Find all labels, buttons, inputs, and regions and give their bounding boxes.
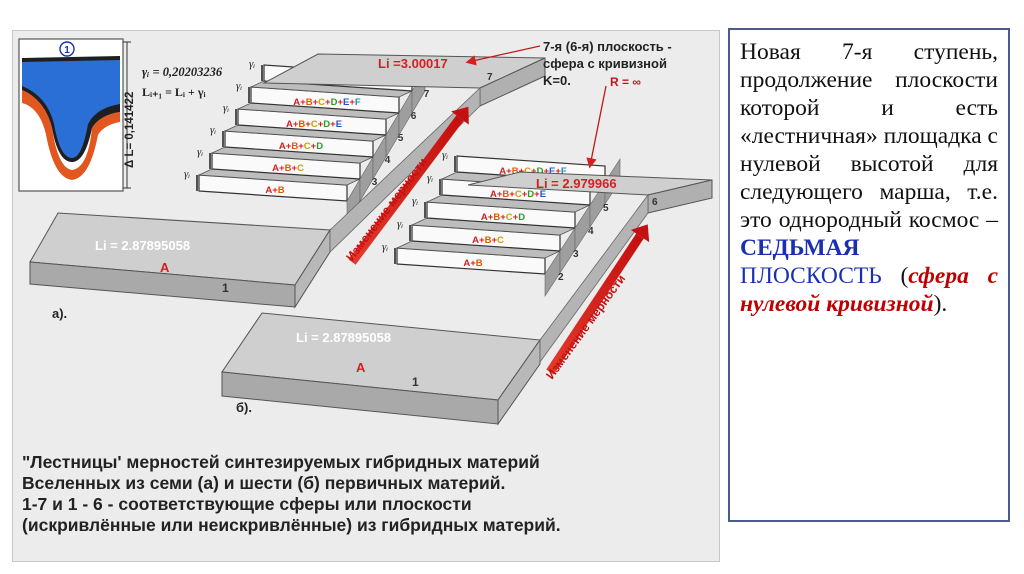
step-number: 3 — [573, 249, 579, 260]
top-step-number: 7 — [487, 72, 493, 83]
inset-circle-label: 1 — [64, 45, 70, 56]
direction-arrow-shaft — [546, 233, 644, 375]
stair-body — [329, 87, 481, 253]
callout-line-2: сфера с кривизной — [543, 56, 667, 71]
step-formula: A+B — [463, 258, 482, 269]
side-text-main: Новая 7-я ступень, продолжение плоскости… — [740, 39, 998, 233]
stair-label: б). — [236, 400, 252, 415]
base-letter: A — [356, 360, 366, 375]
gamma-equation: γᵢ = 0,20203236 — [142, 65, 223, 79]
step-formula: A+B+C — [472, 235, 504, 246]
step-formula: A+B+C+D+E+F — [293, 97, 361, 108]
step-formula: A+B+C+D+E+F — [499, 166, 567, 177]
base-li-label: Li = 2.87895058 — [296, 330, 391, 345]
stair-body — [539, 193, 649, 364]
gamma-label: γᵢ — [427, 172, 433, 184]
gamma-label: γᵢ — [197, 146, 203, 158]
caption-line-2: Вселенных из семи (а) и шести (б) первич… — [22, 473, 506, 493]
step-formula: A+B+C — [272, 163, 304, 174]
caption-line-3: 1-7 и 1 - 6 - соответствующие сферы или … — [22, 494, 472, 514]
gamma-label: γᵢ — [236, 80, 242, 92]
side-text-plane: ПЛОСКОСТЬ — [740, 263, 882, 289]
gamma-label: γᵢ — [397, 218, 403, 230]
side-text-seventh: СЕДЬМАЯ — [740, 235, 860, 261]
gamma-label: γᵢ — [442, 149, 448, 161]
inset-diagram: 1 Δ L= 0,141422 γᵢ = 0,20203236 Lᵢ₊₁ = L… — [18, 38, 223, 192]
step-number: 5 — [603, 203, 609, 214]
gamma-label: γᵢ — [223, 102, 229, 114]
gamma-label: γᵢ — [249, 58, 255, 70]
step-number: 7 — [424, 89, 430, 100]
base-li-label: Li = 2.87895058 — [95, 238, 190, 253]
side-text-close: ). — [933, 291, 948, 317]
side-text-panel: Новая 7-я ступень, продолжение плоскости… — [728, 28, 1010, 522]
stair-label: а). — [52, 306, 67, 321]
step-formula: A+B — [265, 185, 284, 196]
caption-line-4: (искривлённые или неискривлённые) из гиб… — [22, 515, 561, 535]
direction-arrow-head — [451, 106, 469, 125]
callout-line-3: K=0. — [543, 73, 571, 88]
step-number: 6 — [411, 111, 417, 122]
step-number: 2 — [558, 272, 564, 283]
staircase-a: A+Bγᵢ2A+B+Cγᵢ3A+B+C+Dγᵢ4A+B+C+D+Eγᵢ5A+B+… — [29, 53, 546, 321]
base-number: 1 — [412, 375, 419, 389]
direction-arrow-head — [630, 224, 650, 243]
base-landing-side — [497, 338, 541, 426]
step-number: 3 — [372, 177, 378, 188]
gamma-label: γᵢ — [382, 241, 388, 253]
gamma-label: γᵢ — [210, 124, 216, 136]
gamma-label: γᵢ — [412, 195, 418, 207]
step-formula: A+B+C+D — [279, 141, 323, 152]
side-text-sphere: сфера с нулевой кривизной — [740, 263, 999, 317]
direction-arrow-shaft — [348, 115, 464, 265]
callout-line-1: 7-я (6-я) плоскость - — [543, 39, 672, 54]
side-text-open-paren: ( — [900, 263, 909, 289]
figure-caption: "Лестницы' мерностей синтезируемых гибри… — [22, 452, 712, 536]
caption-line-1: "Лестницы' мерностей синтезируемых гибри… — [22, 452, 540, 472]
base-number: 1 — [222, 281, 229, 295]
step-number: 5 — [398, 133, 404, 144]
callout-r-label: R = ∞ — [610, 75, 641, 89]
staircase-b: A+Bγᵢ2A+B+Cγᵢ3A+B+C+Dγᵢ4A+B+C+D+Eγᵢ5A+B+… — [221, 149, 713, 426]
top-li-label: Li =3.00017 — [378, 56, 448, 71]
step-number: 4 — [385, 155, 391, 166]
base-letter: A — [160, 260, 170, 275]
inset-delta-label: Δ L= 0,141422 — [124, 92, 136, 168]
top-li-label: Li = 2.979966 — [536, 176, 617, 191]
recurrence-equation: Lᵢ₊₁ = Lᵢ + γᵢ — [142, 85, 206, 99]
step-formula: A+B+C+D — [481, 212, 525, 223]
step-number: 4 — [588, 226, 594, 237]
callout: 7-я (6-я) плоскость - сфера с кривизной … — [465, 39, 672, 169]
staircase-diagram: 1 Δ L= 0,141422 γᵢ = 0,20203236 Lᵢ₊₁ = L… — [18, 38, 713, 426]
top-step-number: 6 — [652, 197, 658, 208]
gamma-label: γᵢ — [184, 168, 190, 180]
step-formula: A+B+C+D+E — [490, 189, 546, 200]
step-formula: A+B+C+D+E — [286, 119, 342, 130]
